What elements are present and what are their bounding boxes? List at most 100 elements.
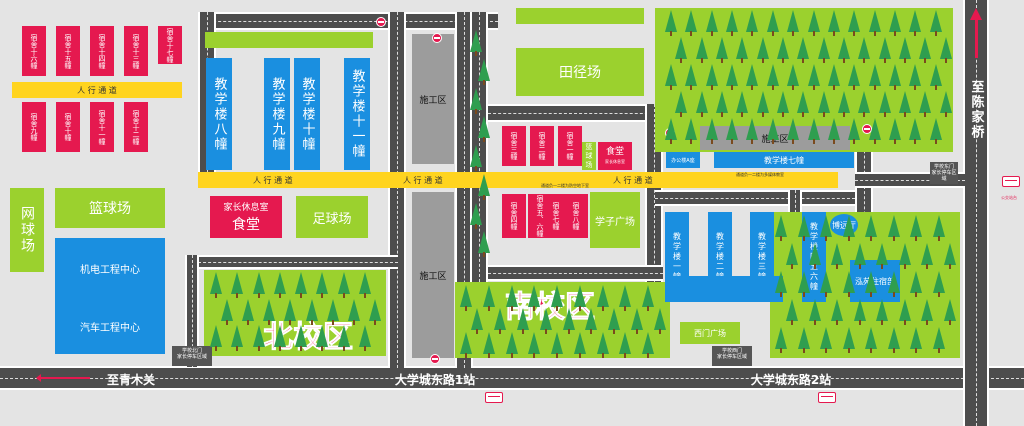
bus-stop-icon-1 (485, 392, 503, 403)
green-path-top (516, 8, 644, 24)
tree-icon (494, 308, 507, 335)
walkway-main-label-1: 人 行 通 道 (253, 175, 293, 185)
tree-icon (482, 285, 495, 311)
tree-icon (705, 64, 718, 90)
tree-icon (263, 298, 276, 325)
tree-icon (878, 91, 891, 117)
tree-icon (786, 243, 799, 269)
south-canteen: 食堂 家长休息室 (598, 142, 632, 170)
tree-icon (551, 285, 564, 311)
tree-icon (848, 118, 861, 144)
tree-icon (471, 308, 484, 335)
east-road (963, 0, 989, 426)
tree-icon (775, 271, 787, 297)
teaching-9: 教学楼九幢 (264, 58, 290, 170)
tree-icon (705, 10, 718, 36)
bus-stop-sign: 公交站台 (1001, 195, 1017, 200)
teaching-11: 教学楼十一幢 (344, 58, 370, 170)
teaching-10: 教学楼十幢 (294, 58, 320, 170)
tree-icon (775, 327, 787, 353)
tree-icon (865, 215, 877, 241)
north-gate: 学校北门家长停车区域 (172, 346, 212, 366)
tree-icon (539, 308, 552, 335)
tree-icon (909, 118, 922, 144)
tree-icon (470, 87, 482, 114)
dorm-2: 宿舍二幢 (530, 126, 554, 166)
west-gate: 学校西门家长停车区域 (712, 346, 752, 366)
tree-icon (231, 325, 244, 352)
tree-icon (921, 299, 934, 325)
road-h-mid (488, 104, 658, 122)
construction-1: 施工区 (412, 34, 454, 164)
main-road-south (0, 366, 1024, 390)
tree-icon (898, 243, 911, 269)
tree-icon (478, 116, 490, 143)
road-h-north-lower (198, 255, 398, 269)
tree-icon (878, 37, 891, 63)
tree-icon (909, 10, 922, 36)
tree-icon (858, 37, 871, 63)
tree-icon (868, 10, 881, 36)
football-field: 足球场 (296, 196, 368, 238)
tree-icon (888, 10, 901, 36)
road-h-inner (655, 190, 855, 206)
bus-stop-icon-2 (818, 392, 836, 403)
tree-icon (675, 37, 688, 63)
tree-icon (756, 91, 769, 117)
tree-icon (685, 10, 698, 36)
tree-icon (929, 118, 942, 144)
tree-icon (585, 308, 598, 335)
tree-icon (715, 91, 728, 117)
dorm-12: 宿舍十二幢 (124, 102, 148, 152)
tree-icon (932, 271, 945, 297)
office-a: 办公楼A座 (666, 152, 700, 168)
tree-icon (358, 272, 371, 298)
tree-icon (528, 331, 541, 358)
tree-icon (932, 215, 945, 241)
tree-icon (787, 10, 800, 36)
bus-stop-icon-3 (1002, 176, 1020, 187)
walkway-note-2: 通道负一二楼为多媒体教室 (736, 172, 784, 177)
south-canteen-label: 食堂 (605, 146, 624, 157)
tree-icon (827, 118, 840, 144)
dorm-15: 宿舍十五幢 (56, 26, 80, 76)
dorm-16: 宿舍十六幢 (22, 26, 46, 76)
tree-icon (820, 215, 832, 241)
tree-icon (842, 271, 855, 297)
stop-2-label: 大学城东路2站 (750, 372, 832, 387)
tree-icon (470, 145, 482, 171)
tree-icon (573, 285, 586, 311)
tree-icon (241, 298, 254, 325)
tree-icon (921, 243, 934, 269)
student-square: 学子广场 (590, 192, 640, 248)
south-canteen-sub: 家长休息室 (605, 159, 625, 164)
tree-icon (642, 331, 655, 358)
east-gate: 学校东门家长停车区域 (930, 162, 958, 184)
tree-icon (665, 10, 677, 36)
tree-icon (470, 30, 482, 56)
tree-icon (470, 202, 482, 229)
west-square: 西门广场 (680, 322, 740, 344)
tree-icon (675, 91, 688, 117)
tennis-court: 网球场 (10, 188, 44, 272)
tree-icon (478, 173, 490, 200)
tree-icon (305, 298, 318, 325)
parents-room-label: 家长休息室 (223, 202, 269, 213)
tree-icon (808, 243, 821, 269)
tree-icon (865, 271, 877, 297)
canteen-label: 食堂 (232, 217, 260, 233)
tree-icon (736, 37, 749, 63)
tree-icon (736, 91, 749, 117)
tree-icon (807, 118, 820, 144)
north-road (198, 12, 498, 30)
basketball-court: 篮球场 (55, 188, 165, 228)
tree-icon (848, 64, 861, 90)
direction-east: 至陈家桥 (968, 80, 984, 140)
dorm-17: 宿舍十七幢 (158, 26, 182, 64)
tree-icon (460, 285, 472, 311)
dorm-10: 宿舍十幢 (56, 102, 80, 152)
tree-icon (939, 91, 952, 117)
tree-icon (838, 91, 851, 117)
tree-icon (929, 10, 942, 36)
tree-icon (776, 37, 789, 63)
